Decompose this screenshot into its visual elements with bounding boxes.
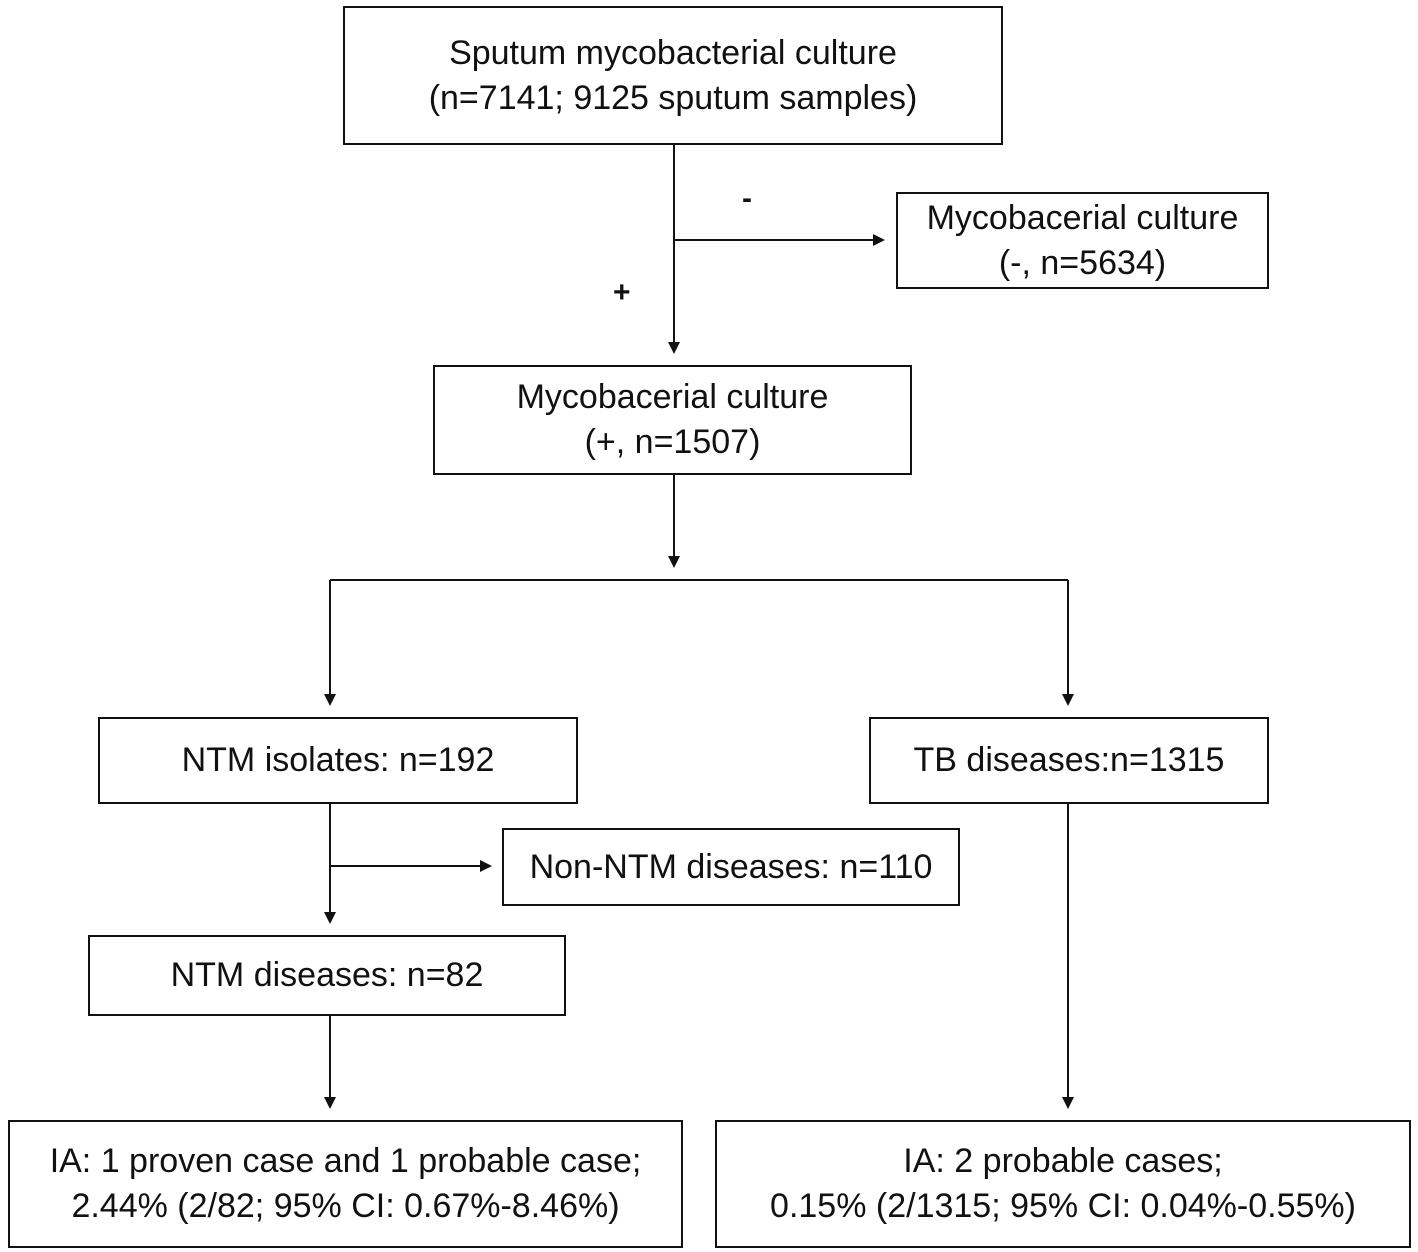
ntm-diseases-line1: NTM diseases: n=82 bbox=[170, 956, 484, 995]
non-ntm-diseases-line1: Non-NTM diseases: n=110 bbox=[529, 847, 933, 886]
ia-tb-line2: 0.15% (2/1315; 95% CI: 0.04%-0.55%) bbox=[770, 1187, 1356, 1225]
culture-negative-line1: Mycobacerial culture bbox=[926, 198, 1239, 237]
culture-positive-box: Mycobacerial culture (+, n=1507) bbox=[433, 365, 912, 475]
tb-diseases-box: TB diseases:n=1315 bbox=[869, 717, 1269, 804]
root-box: Sputum mycobacterial culture (n=7141; 91… bbox=[343, 6, 1003, 145]
negative-branch-label: - bbox=[742, 182, 752, 215]
non-ntm-diseases-box: Non-NTM diseases: n=110 bbox=[502, 828, 960, 906]
root-box-line1: Sputum mycobacterial culture bbox=[449, 33, 897, 72]
ntm-diseases-box: NTM diseases: n=82 bbox=[88, 935, 566, 1016]
ia-tb-line1: IA: 2 probable cases; bbox=[903, 1142, 1223, 1181]
ia-ntm-line2: 2.44% (2/82; 95% CI: 0.67%-8.46%) bbox=[71, 1187, 620, 1225]
ia-ntm-line1: IA: 1 proven case and 1 probable case; bbox=[49, 1142, 642, 1181]
root-box-line2: (n=7141; 9125 sputum samples) bbox=[428, 78, 918, 117]
ntm-isolates-box: NTM isolates: n=192 bbox=[98, 717, 578, 804]
positive-branch-label: + bbox=[613, 276, 631, 309]
culture-positive-line1: Mycobacerial culture bbox=[516, 378, 829, 417]
ia-tb-box: IA: 2 probable cases; 0.15% (2/1315; 95%… bbox=[715, 1120, 1411, 1248]
tb-diseases-line1: TB diseases:n=1315 bbox=[913, 741, 1225, 780]
culture-negative-box: Mycobacerial culture (-, n=5634) bbox=[896, 192, 1269, 289]
ia-ntm-box: IA: 1 proven case and 1 probable case; 2… bbox=[8, 1120, 683, 1248]
culture-negative-line2: (-, n=5634) bbox=[998, 243, 1167, 282]
culture-positive-line2: (+, n=1507) bbox=[584, 423, 761, 461]
ntm-isolates-line1: NTM isolates: n=192 bbox=[181, 741, 495, 780]
